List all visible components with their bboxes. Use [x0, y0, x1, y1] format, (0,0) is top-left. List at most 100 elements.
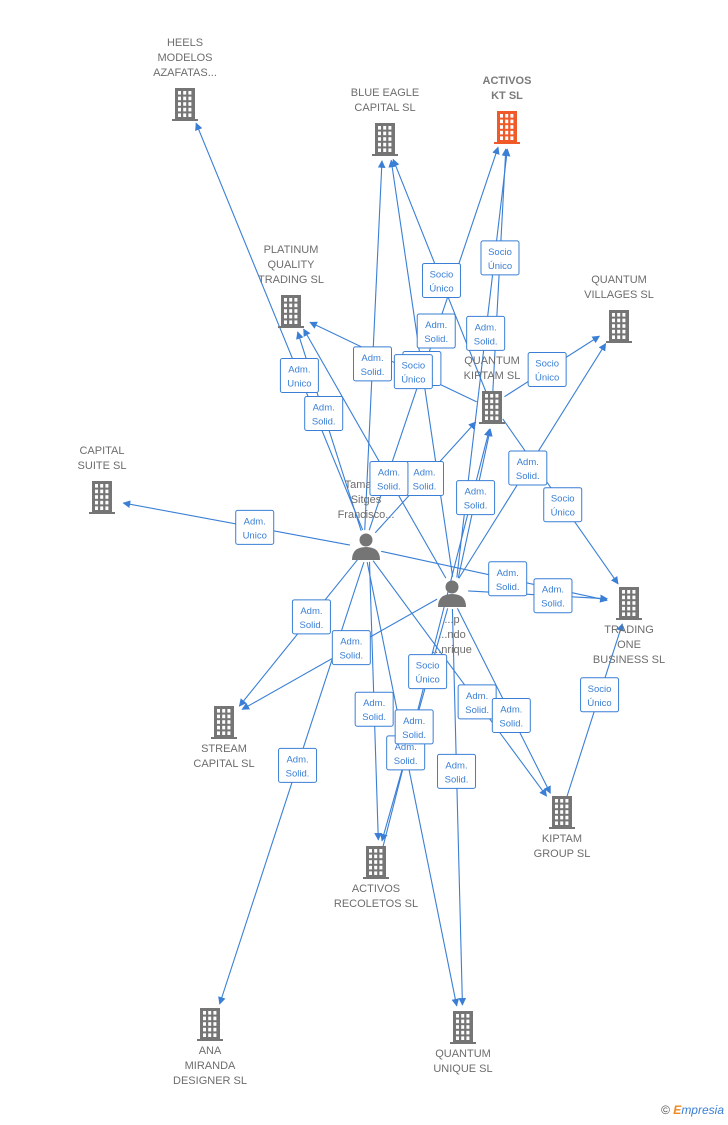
edge-quantum_kiptam-platinum	[309, 321, 477, 403]
edge-label-text: Adm.	[497, 568, 519, 579]
edge-label[interactable]: Adm.Solid.	[456, 480, 496, 516]
edge-label-text: Solid.	[541, 599, 565, 610]
edge-label-text: Solid.	[499, 719, 523, 730]
company-label: MODELOS	[157, 52, 212, 64]
company-label: BLUE EAGLE	[351, 87, 419, 99]
company-label: PLATINUM	[264, 244, 319, 256]
edge-label-box	[291, 599, 331, 635]
edge-label[interactable]: Adm.Solid.	[437, 753, 477, 789]
edge-label-box	[488, 561, 528, 597]
company-label: QUANTUM	[464, 355, 520, 367]
edge-label[interactable]: Adm.Solid.	[331, 630, 371, 666]
edge-label-text: Solid.	[361, 367, 385, 378]
edge-label[interactable]: Adm. Solid.	[354, 691, 394, 727]
edge-label-text: Único	[488, 261, 512, 272]
edge-label-box	[533, 578, 573, 614]
company-label: QUANTUM	[591, 274, 647, 286]
edge-label[interactable]: Adm.Solid.	[533, 578, 573, 614]
edge-label-box	[437, 753, 477, 789]
edge-label-box	[279, 357, 319, 393]
edge-label[interactable]: Adm.Solid.	[508, 450, 548, 486]
edge-tamargo-quantum_unique	[366, 561, 460, 1007]
edge-label[interactable]: Adm.Solid.	[291, 599, 331, 635]
edge-label-text: Unico	[287, 378, 311, 389]
edge-label[interactable]: Adm. Solid.	[488, 561, 528, 597]
edge-label-box	[480, 240, 520, 276]
edge-label[interactable]: Adm.Solid.	[369, 461, 409, 497]
edge-label[interactable]: Adm.Solid.	[466, 315, 506, 351]
edge-label-text: Socio	[488, 247, 512, 258]
edge-label[interactable]: Adm.Unico	[235, 509, 275, 545]
building-icon	[479, 391, 505, 424]
footer-brand[interactable]: © Empresia	[661, 1103, 724, 1117]
person-label: ...p	[444, 614, 459, 626]
edge-label[interactable]: Adm.Solid.	[457, 684, 497, 720]
building-icon	[450, 1011, 476, 1044]
edge-label-text: Solid.	[362, 712, 386, 723]
person-icon	[438, 580, 466, 607]
edge-label[interactable]: Adm.Solid.	[404, 460, 444, 496]
edge-label[interactable]: Adm.Solid.	[304, 395, 344, 431]
edge-label[interactable]: Adm.Solid.	[394, 709, 434, 745]
edge-label-text: Adm.	[363, 698, 385, 709]
edge-label-text: Adm.	[466, 691, 488, 702]
building-icon	[494, 111, 520, 144]
edge-label-box	[491, 698, 531, 734]
person-node-tamargo[interactable]: TamargoSitgesFrancisco...	[338, 479, 395, 560]
edge-label[interactable]: Adm.Solid.	[491, 698, 531, 734]
person-label: ...nrique	[432, 644, 472, 656]
person-icon	[352, 533, 380, 560]
edge-label-text: Solid.	[464, 501, 488, 512]
company-label: TRADING	[604, 624, 654, 636]
company-label: BUSINESS SL	[593, 654, 665, 666]
edge-label-text: Solid.	[424, 334, 448, 345]
edge-label-text: Único	[415, 675, 439, 686]
edge-label-box	[331, 630, 371, 666]
edge-label[interactable]: Adm.Solid.	[278, 747, 318, 783]
edge-label-text: Único	[551, 508, 575, 519]
company-label: CAPITAL SL	[354, 102, 415, 114]
company-node-heels[interactable]: HEELSMODELOSAZAFATAS...	[153, 37, 217, 121]
edge-label-box	[354, 691, 394, 727]
edge-label-box	[278, 747, 318, 783]
company-label: VILLAGES SL	[584, 289, 654, 301]
edge-labels-layer: Adm.UnicoAdm.Solid.Adm.Solid.Adm.Solid.A…	[235, 240, 620, 789]
edge-label-text: Solid.	[496, 582, 520, 593]
edge-label-text: Solid.	[402, 730, 426, 741]
edge-label[interactable]: Adm.Unico	[279, 357, 319, 393]
company-node-blue_eagle[interactable]: BLUE EAGLE CAPITAL SL	[351, 87, 419, 156]
edge-label[interactable]: Adm.Solid.	[416, 313, 456, 349]
company-node-quantum_villages[interactable]: QUANTUM VILLAGES SL	[584, 274, 654, 343]
edge-label-box	[466, 315, 506, 351]
company-label: RECOLETOS SL	[334, 898, 418, 910]
edge-label-text: Solid.	[377, 482, 401, 493]
edge-label-text: Adm.	[517, 457, 539, 468]
company-label: ACTIVOS	[483, 75, 532, 87]
edge-label-text: Único	[429, 283, 453, 294]
brand-name: mpresia	[681, 1103, 724, 1117]
edge-label-text: Solid.	[413, 481, 437, 492]
edge-label[interactable]: Adm.Solid.	[353, 346, 393, 382]
company-label: HEELS	[167, 37, 203, 49]
edge-label-text: Adm.	[286, 754, 308, 765]
person-node-p2[interactable]: ...p...ndo...nrique	[432, 580, 472, 657]
